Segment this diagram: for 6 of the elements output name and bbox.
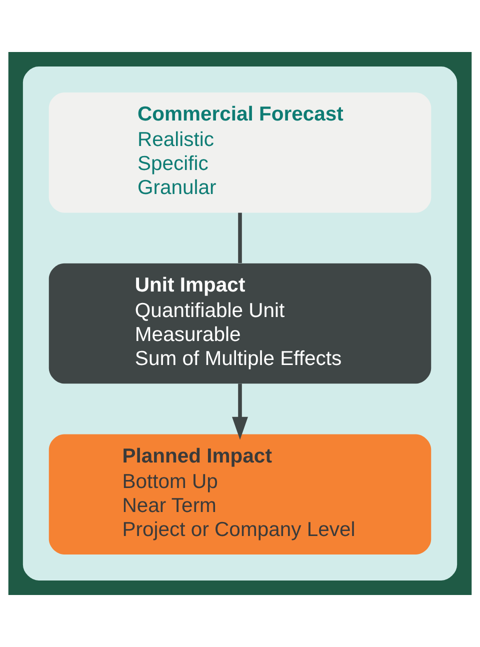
arrow (232, 384, 248, 440)
connector (238, 212, 242, 264)
node-box: Commercial Forecast Realistic Specific Granular (48, 92, 432, 213)
node-box: Unit Impact Quantifiable Unit Measurable Sum of Multiple Effects (48, 263, 432, 384)
cluster (22, 66, 458, 580)
node-box: Planned Impact Bottom Up Near Term Project or Company Level (48, 434, 432, 554)
